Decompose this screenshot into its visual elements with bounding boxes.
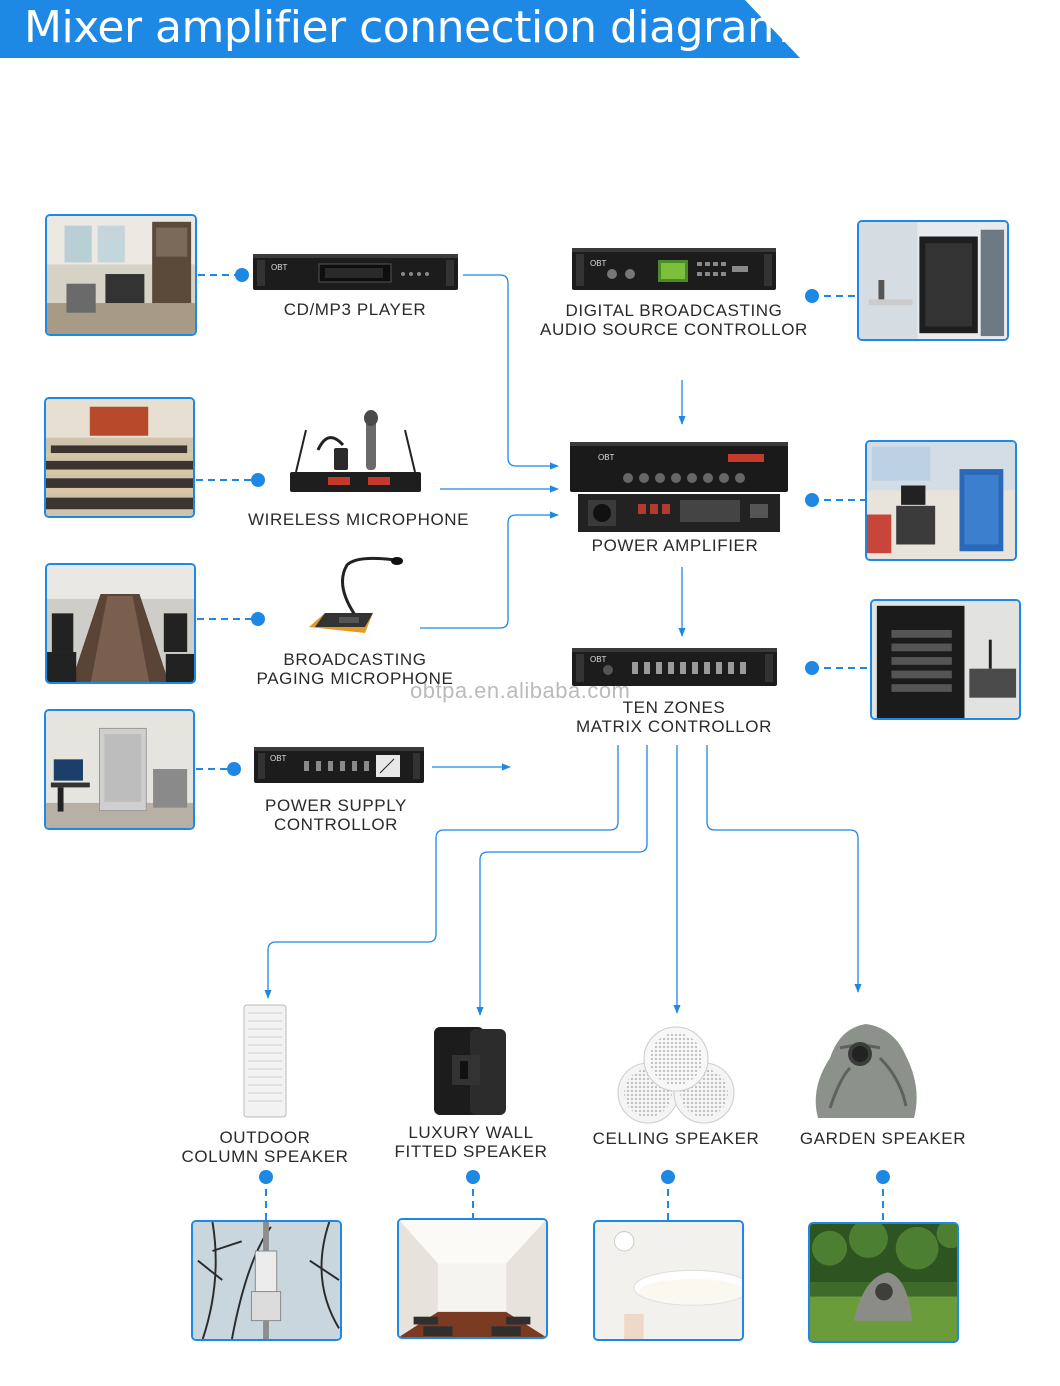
wall-speaker-device <box>434 1027 506 1115</box>
brand-logo: OBT <box>598 453 615 462</box>
power-supply-label: POWER SUPPLY CONTROLLOR <box>265 796 407 834</box>
connector-dot <box>876 1170 890 1184</box>
wireless-mic-device <box>290 410 421 492</box>
brand-logo: OBT <box>590 259 607 268</box>
flow-paging-to-amp <box>420 511 559 629</box>
flow-matrix-to-wall <box>476 745 648 1016</box>
flow-cd-to-amp <box>463 274 559 470</box>
matrix-controller-label: TEN ZONES MATRIX CONTROLLOR <box>576 698 772 736</box>
connector-dot <box>259 1170 273 1184</box>
photo-office-room <box>45 214 197 336</box>
connector-dot <box>251 473 265 487</box>
connector-dot <box>805 493 819 507</box>
flow-matrix-to-outdoor <box>264 745 619 999</box>
photo-conference-room <box>45 563 196 684</box>
wireless-mic-label: WIRELESS MICROPHONE <box>248 510 470 529</box>
page-title: Mixer amplifier connection diagram <box>24 2 790 53</box>
garden-speaker-label: GARDEN SPEAKER <box>799 1129 967 1148</box>
ceiling-speaker-device <box>617 1026 735 1124</box>
connector-dot <box>251 612 265 626</box>
brand-logo: OBT <box>271 263 288 272</box>
connector-dot <box>466 1170 480 1184</box>
garden-speaker-device <box>815 1024 917 1118</box>
photo-lecture-hall <box>44 397 195 518</box>
paging-mic-device <box>309 556 403 633</box>
power-amplifier-label: POWER AMPLIFIER <box>591 536 759 555</box>
wall-speaker-label: LUXURY WALL FITTED SPEAKER <box>394 1123 548 1161</box>
digital-controller-device: OBT <box>572 248 776 290</box>
power-amplifier-device: OBT <box>570 442 788 532</box>
photo-ceiling-light <box>593 1220 744 1341</box>
outdoor-speaker-label: OUTDOOR COLUMN SPEAKER <box>181 1128 349 1166</box>
title-banner <box>0 0 800 58</box>
photo-rack-cabinet <box>870 599 1021 720</box>
cd-player-label: CD/MP3 PLAYER <box>283 300 427 319</box>
brand-logo: OBT <box>590 655 607 664</box>
cd-player-device: OBT <box>253 254 458 290</box>
connector-dot <box>227 762 241 776</box>
photo-equipment-room <box>44 709 195 830</box>
flow-matrix-to-garden <box>706 745 862 993</box>
watermark: obtpa.en.alibaba.com <box>410 678 631 703</box>
connector-dot <box>805 661 819 675</box>
matrix-controller-device: OBT <box>572 648 777 686</box>
photo-garden-lawn <box>808 1222 959 1343</box>
power-supply-device: OBT <box>254 747 424 783</box>
connector-dot <box>661 1170 675 1184</box>
column-speaker-device <box>243 1004 287 1118</box>
photo-control-room <box>865 440 1017 561</box>
photo-server-rack-room <box>857 220 1009 341</box>
connector-dot <box>805 289 819 303</box>
brand-logo: OBT <box>270 754 287 763</box>
digital-controller-label: DIGITAL BROADCASTING AUDIO SOURCE CONTRO… <box>540 301 808 339</box>
photo-hall-interior <box>397 1218 548 1339</box>
connector-dot <box>235 268 249 282</box>
paging-mic-label: BROADCASTING PAGING MICROPHONE <box>256 650 454 688</box>
ceiling-speaker-label: CELLING SPEAKER <box>592 1129 760 1148</box>
photo-outdoor-pole <box>191 1220 342 1341</box>
